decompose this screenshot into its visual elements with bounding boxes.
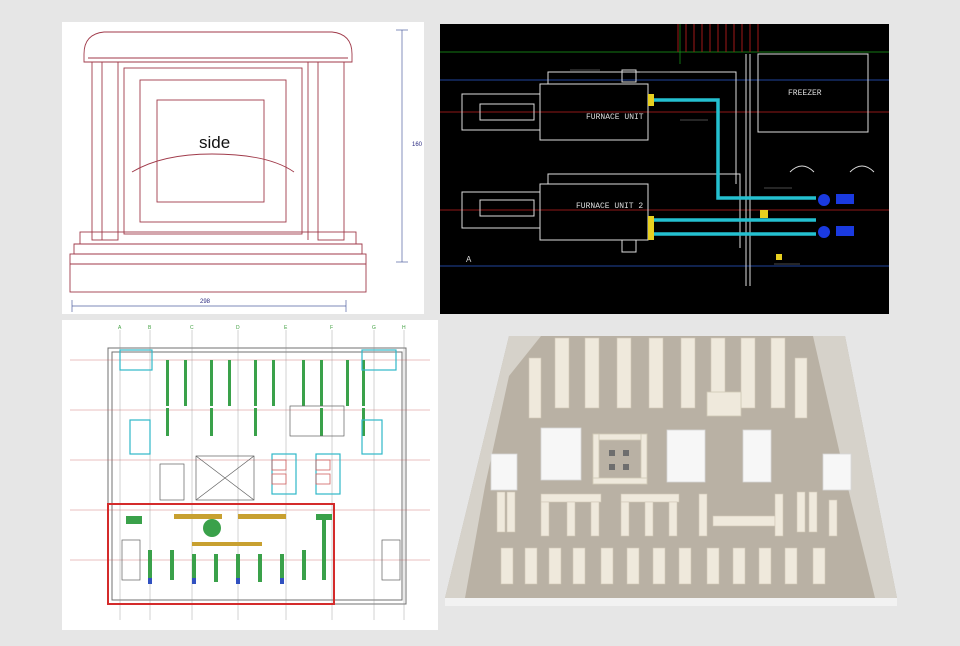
- store-3d-render: [445, 336, 897, 606]
- floor-plan-drawing: A B C D E F G H: [62, 320, 438, 630]
- column-h-label: H: [402, 325, 406, 331]
- column-c-label: C: [190, 325, 194, 331]
- furnace-unit-1-label: FURNACE UNIT: [586, 113, 644, 122]
- side-elevation-drawing: 160 298 side: [62, 22, 424, 314]
- column-b-label: B: [148, 325, 152, 331]
- freezer-label: FREEZER: [788, 89, 822, 98]
- width-dimension-label: 298: [200, 299, 211, 305]
- furnace-cad-plan: FURNACE UNIT FURNACE UNIT 2 FREEZER A: [440, 24, 889, 314]
- highlight-region: [107, 503, 335, 605]
- column-a-label: A: [118, 325, 122, 331]
- furnace-unit-2-label: FURNACE UNIT 2: [576, 202, 643, 211]
- column-g-label: G: [372, 325, 376, 331]
- column-e-label: E: [284, 325, 288, 331]
- section-marker: A: [466, 255, 472, 264]
- column-d-label: D: [236, 325, 240, 331]
- side-label: side: [199, 133, 230, 152]
- height-dimension-label: 160: [412, 142, 423, 148]
- column-f-label: F: [330, 325, 333, 331]
